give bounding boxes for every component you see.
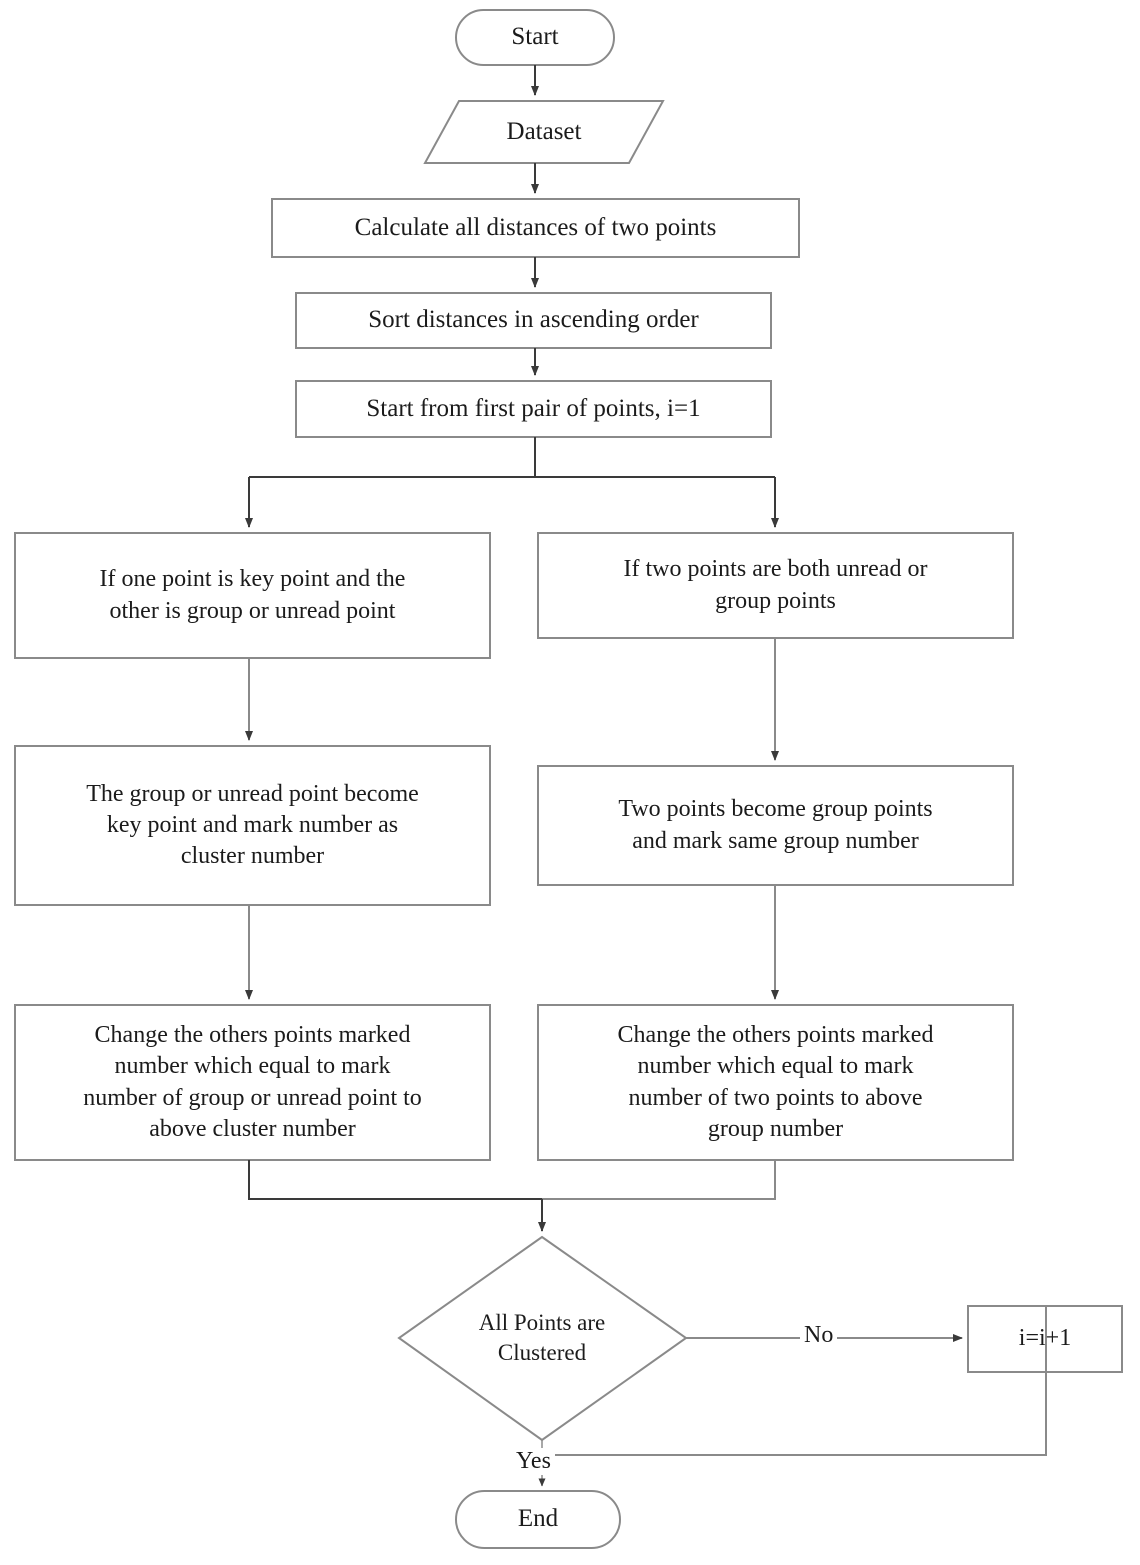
- calculate-distances-shape: [271, 198, 800, 258]
- dataset-parallelogram-shape: [423, 100, 665, 164]
- start-first-pair-shape: [295, 380, 772, 438]
- edge-increment-feedback-loop: [540, 1306, 1047, 1459]
- edge-right-update-to-merge: [542, 1160, 776, 1200]
- sort-distances-shape: [295, 292, 772, 349]
- left-action-shape: [14, 745, 491, 906]
- right-update-shape: [537, 1004, 1014, 1161]
- left-condition-shape: [14, 532, 491, 659]
- edge-left-update-to-merge: [248, 1160, 542, 1200]
- right-condition-shape: [537, 532, 1014, 639]
- start-terminal-shape: [455, 9, 615, 66]
- all-clustered-diamond-shape: [397, 1235, 688, 1442]
- end-terminal-shape: [455, 1490, 621, 1549]
- left-update-shape: [14, 1004, 491, 1161]
- right-action-shape: [537, 765, 1014, 886]
